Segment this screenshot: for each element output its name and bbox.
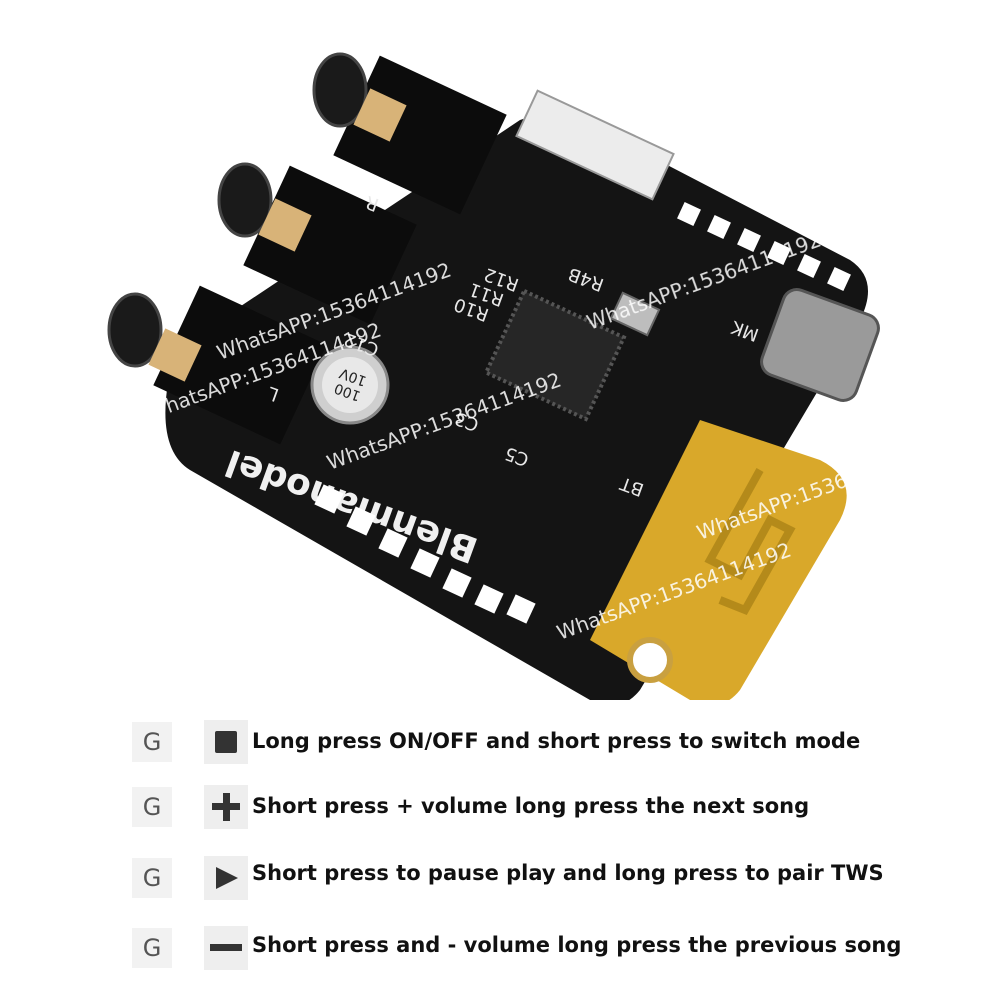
legend-text-next: Short press + volume long press the next… bbox=[252, 794, 810, 818]
header-pads-bottom bbox=[314, 484, 536, 624]
legend-text-power: Long press ON/OFF and short press to swi… bbox=[252, 729, 861, 753]
legend-row-previous: G Short press and - volume long press th… bbox=[0, 922, 1000, 982]
product-photo: 100 10V R4B R12 R11 R10 C3 C5 C12 BT MK … bbox=[107, 52, 880, 700]
legend-text-play: Short press to pause play and long press… bbox=[252, 861, 884, 885]
g-label: G bbox=[132, 722, 172, 762]
legend-text-previous: Short press and - volume long press the … bbox=[252, 933, 902, 957]
g-label: G bbox=[132, 858, 172, 898]
g-label: G bbox=[132, 787, 172, 827]
header-pads-top bbox=[677, 202, 851, 291]
minus-icon bbox=[204, 926, 248, 970]
play-icon bbox=[204, 856, 248, 900]
g-label: G bbox=[132, 928, 172, 968]
legend-row-power: G Long press ON/OFF and short press to s… bbox=[0, 710, 1000, 770]
crystal bbox=[609, 291, 661, 337]
plus-icon bbox=[204, 785, 248, 829]
audio-jack-3 bbox=[107, 285, 327, 445]
capacitor: 100 10V bbox=[310, 345, 390, 425]
stop-square-icon bbox=[204, 720, 248, 764]
main-ic-chip bbox=[483, 288, 627, 422]
audio-jack-1 bbox=[312, 52, 507, 215]
usb-c-connector bbox=[760, 288, 880, 402]
legend-row-play: G Short press to pause play and long pre… bbox=[0, 850, 1000, 910]
jst-connector bbox=[515, 89, 675, 201]
mounting-hole bbox=[627, 637, 673, 683]
antenna-trace bbox=[704, 468, 796, 616]
button-legend: G Long press ON/OFF and short press to s… bbox=[0, 700, 1000, 1000]
audio-jack-2 bbox=[217, 162, 417, 325]
legend-row-next: G Short press + volume long press the ne… bbox=[0, 785, 1000, 845]
